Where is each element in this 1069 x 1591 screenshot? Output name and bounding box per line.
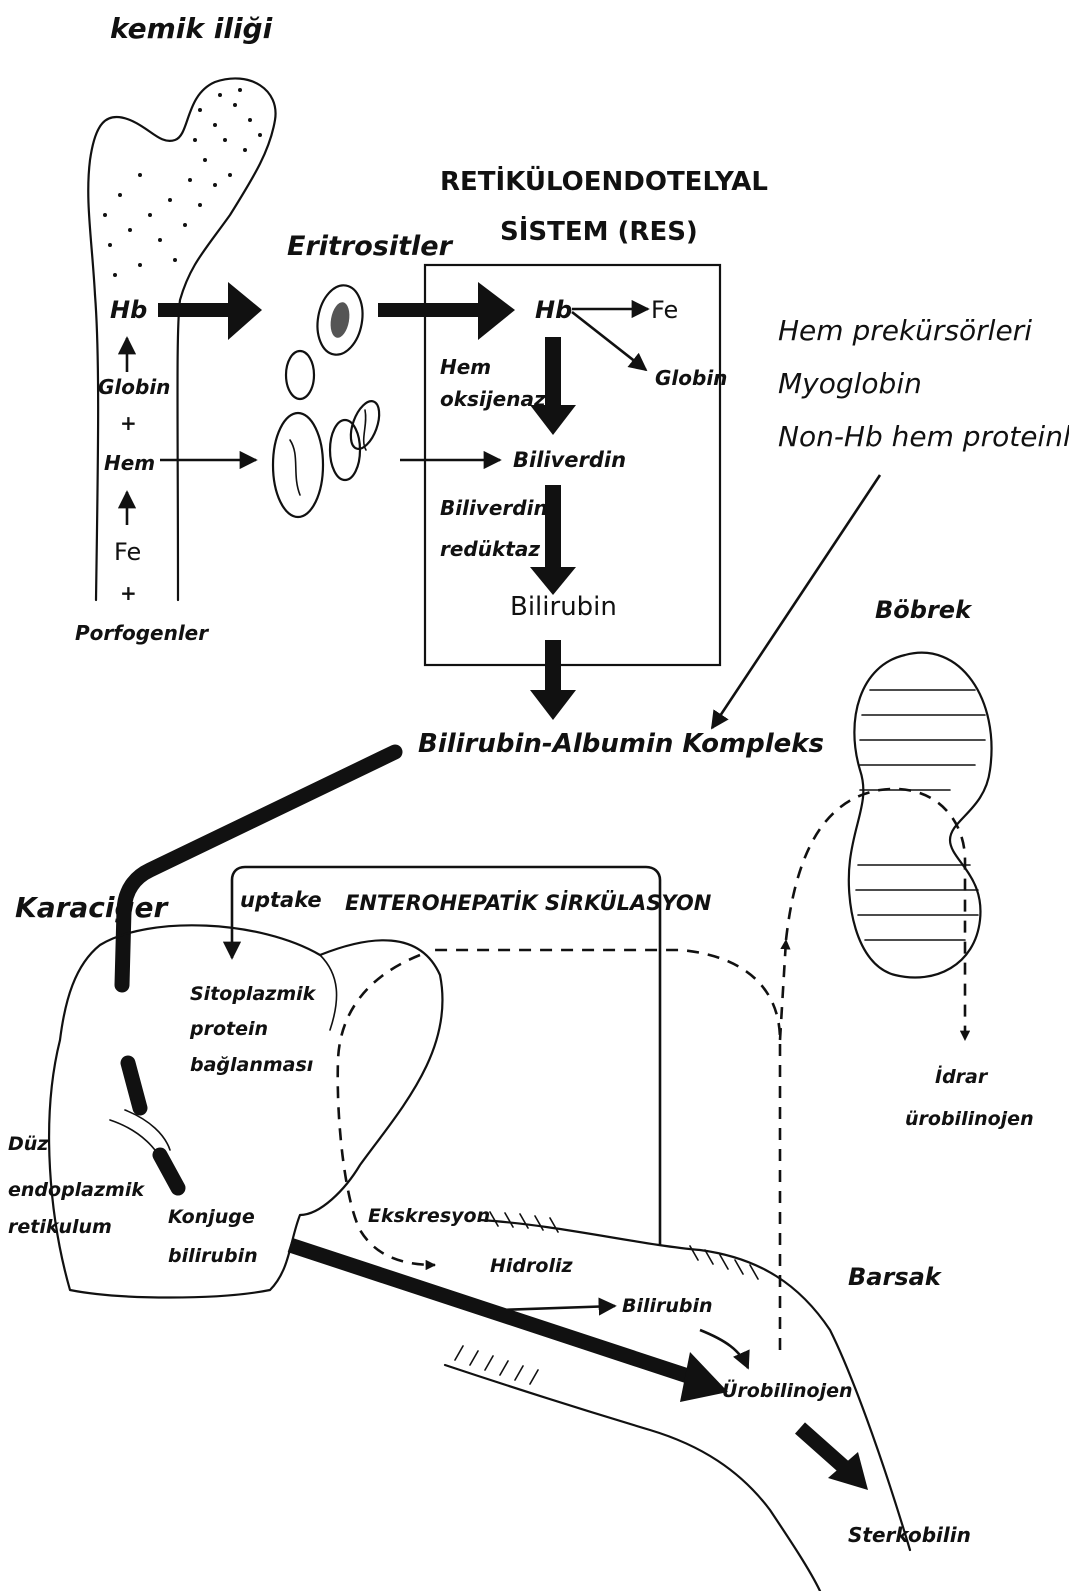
fe-bone-label: Fe [114, 538, 141, 566]
erythrocytes-label: Eritrositler [287, 231, 454, 262]
biliverdin-reductase-label-1: Biliverdin [440, 496, 548, 520]
kidney-label: Böbrek [875, 596, 973, 624]
liver-duct-mark-2 [160, 1155, 178, 1188]
biliverdin-reductase-label-2: redüktaz [440, 537, 540, 561]
hydrolysis-label: Hidroliz [490, 1255, 573, 1277]
arrow-erythrocytes-to-res-hb [378, 282, 515, 340]
smooth-er-label-3: retikulum [8, 1216, 112, 1238]
arrow-complex-to-liver [122, 752, 395, 985]
arrow-precursors-to-complex [712, 475, 880, 728]
bone-illustration [88, 78, 275, 600]
cytoplasmic-protein-label-1: Sitoplazmik [190, 983, 317, 1005]
hb-res-label: Hb [535, 296, 572, 324]
hem-oxygenase-label-2: oksijenaz [440, 387, 546, 411]
urine-urobilinogen-label-2: ürobilinojen [905, 1108, 1034, 1130]
conjugated-bilirubin-label-1: Konjuge [168, 1206, 255, 1228]
arrow-hb-to-biliverdin [530, 337, 576, 435]
portal-return-dashed-path [430, 950, 780, 1350]
globin-bone-label: Globin [98, 375, 170, 399]
res-title-line1: RETİKÜLOENDOTELYAL [440, 164, 768, 197]
arrow-to-gut-bilirubin [500, 1306, 615, 1310]
bilirubin-res-label: Bilirubin [510, 592, 617, 622]
enterohepatic-label: ENTEROHEPATİK SİRKÜLASYON [345, 890, 712, 915]
conjugated-bilirubin-label-2: bilirubin [168, 1245, 258, 1267]
hem-precursors-label: Hem prekürsörleri [778, 314, 1032, 347]
hem-label: Hem [104, 451, 155, 475]
hem-oxygenase-label-1: Hem [440, 355, 491, 379]
bone-marrow-label: kemik iliği [110, 12, 273, 45]
liver-label: Karaciğer [15, 891, 170, 924]
arrow-bone-hb-to-erythrocytes [158, 282, 262, 340]
arrow-bilirubin-to-urobilinogen [700, 1330, 748, 1368]
plus-sign-1: + [120, 411, 137, 435]
intestine-label: Barsak [848, 1263, 943, 1291]
non-hb-heme-proteins-label: Non-Hb hem proteinleri [778, 420, 1069, 453]
albumin-complex-label: Bilirubin-Albumin Kompleks [418, 729, 824, 759]
smooth-er-label-2: endoplazmik [8, 1179, 145, 1201]
urobilinogen-label: Ürobilinojen [722, 1378, 853, 1402]
marrow-speckles [103, 88, 262, 277]
myoglobin-label: Myoglobin [778, 367, 922, 400]
cytoplasmic-protein-label-3: bağlanması [190, 1054, 313, 1076]
urine-urobilinogen-label-1: İdrar [935, 1064, 989, 1088]
stercobilin-label: Sterkobilin [848, 1523, 971, 1547]
gut-bilirubin-label: Bilirubin [622, 1295, 713, 1317]
uptake-label: uptake [240, 888, 322, 912]
globin-res-label: Globin [655, 366, 727, 390]
urobilinogen-to-kidney-dashed [780, 940, 786, 1040]
erythrocyte-cells [273, 282, 385, 517]
smooth-er-label-1: Düz [8, 1133, 49, 1155]
excretion-label: Ekskresyon [368, 1205, 490, 1227]
hb-bone-label: Hb [110, 296, 147, 324]
liver-illustration [49, 925, 442, 1297]
arrow-res-to-albumin-complex [530, 640, 576, 720]
biliverdin-label: Biliverdin [513, 448, 626, 472]
arrow-hb-to-globin [572, 312, 646, 370]
cytoplasmic-protein-label-2: protein [189, 1018, 268, 1040]
res-title-line2: SİSTEM (RES) [500, 215, 698, 247]
fe-res-label: Fe [651, 296, 678, 324]
arrow-urobilinogen-to-stercobilin [800, 1428, 868, 1490]
porfogenler-label: Porfogenler [75, 621, 209, 645]
kidney-illustration [849, 653, 992, 978]
plus-sign-2: + [120, 581, 137, 605]
liver-duct-mark-1 [128, 1063, 140, 1108]
